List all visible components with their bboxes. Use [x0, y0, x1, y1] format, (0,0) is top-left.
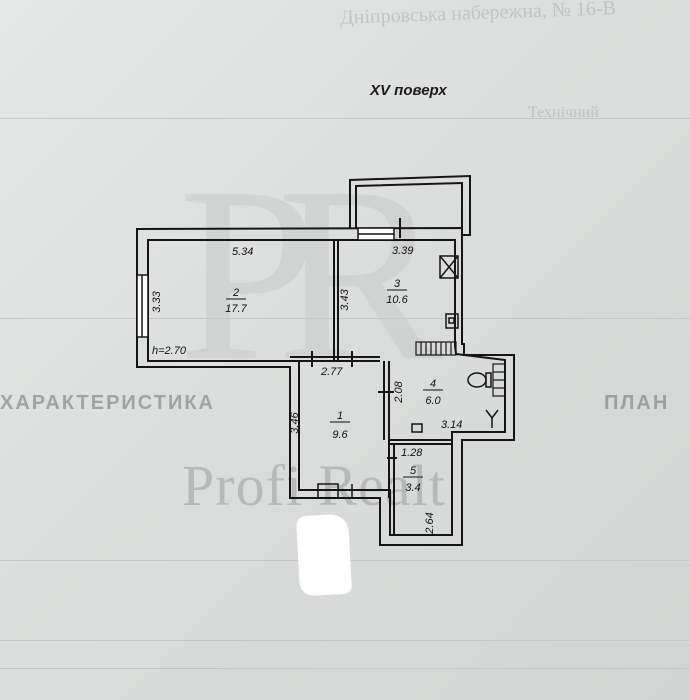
- dimension-label: 5.34: [232, 246, 253, 258]
- stove-icon: [439, 255, 459, 279]
- faint-side-text: Технічний: [528, 104, 599, 121]
- room-label-5: 5 3.4: [403, 465, 423, 494]
- redaction-patch: [295, 513, 353, 597]
- dimension-label: 3.14: [441, 419, 462, 431]
- faint-heading-left: ХАРАКТЕРИСТИКА: [0, 392, 215, 414]
- room-label-3: 3 10.6: [386, 278, 408, 306]
- room-label-2: 2 17.7: [225, 287, 247, 315]
- dimension-label: 2.77: [320, 366, 343, 378]
- interior-walls: [290, 240, 452, 535]
- room-number: 2: [232, 287, 239, 299]
- bathroom-radiator-icon: [492, 363, 506, 397]
- sink-icon: [445, 313, 459, 329]
- dimension-label: 2.08: [393, 380, 405, 403]
- watermark-text: Profi Realt: [182, 453, 446, 518]
- dimension-label: 3.43: [339, 288, 351, 310]
- room-number: 4: [430, 378, 436, 390]
- toilet-icon: [467, 372, 492, 388]
- dimension-label: 3.46: [289, 411, 301, 433]
- dimension-label: 3.33: [151, 290, 163, 312]
- loggia: [349, 174, 471, 236]
- faint-heading-right: ПЛАН: [604, 392, 670, 414]
- entrance-door: [317, 483, 362, 499]
- dimension-label: 2.64: [424, 512, 436, 534]
- room-number: 3: [394, 278, 401, 290]
- room-label-1: 1 9.6: [330, 410, 350, 441]
- ruled-line: [0, 640, 690, 641]
- room-number: 1: [337, 410, 343, 422]
- room-area: 9.6: [332, 429, 348, 441]
- shower-drain-icon: [485, 409, 499, 428]
- room-area: 10.6: [386, 294, 408, 306]
- dimension-label: 3.39: [392, 245, 413, 257]
- room-label-4: 4 6.0: [423, 378, 443, 407]
- door-marks: [311, 218, 401, 459]
- room-area: 3.4: [405, 482, 420, 494]
- ruled-line: [0, 668, 690, 669]
- ceiling-height-label: h=2.70: [152, 345, 187, 357]
- room-area: 6.0: [425, 395, 441, 407]
- radiator-icon: [415, 341, 457, 356]
- ruled-line: [0, 118, 690, 119]
- room-number: 5: [410, 465, 417, 477]
- room-area: 17.7: [225, 303, 247, 315]
- window-room-3: [357, 227, 395, 241]
- washbasin-icon: [411, 423, 423, 433]
- ruled-line: [0, 318, 690, 319]
- outer-walls: [136, 226, 515, 546]
- dimension-label: 1.28: [401, 447, 423, 459]
- floor-label: XV поверх: [370, 82, 447, 99]
- window-room-2: [136, 274, 149, 338]
